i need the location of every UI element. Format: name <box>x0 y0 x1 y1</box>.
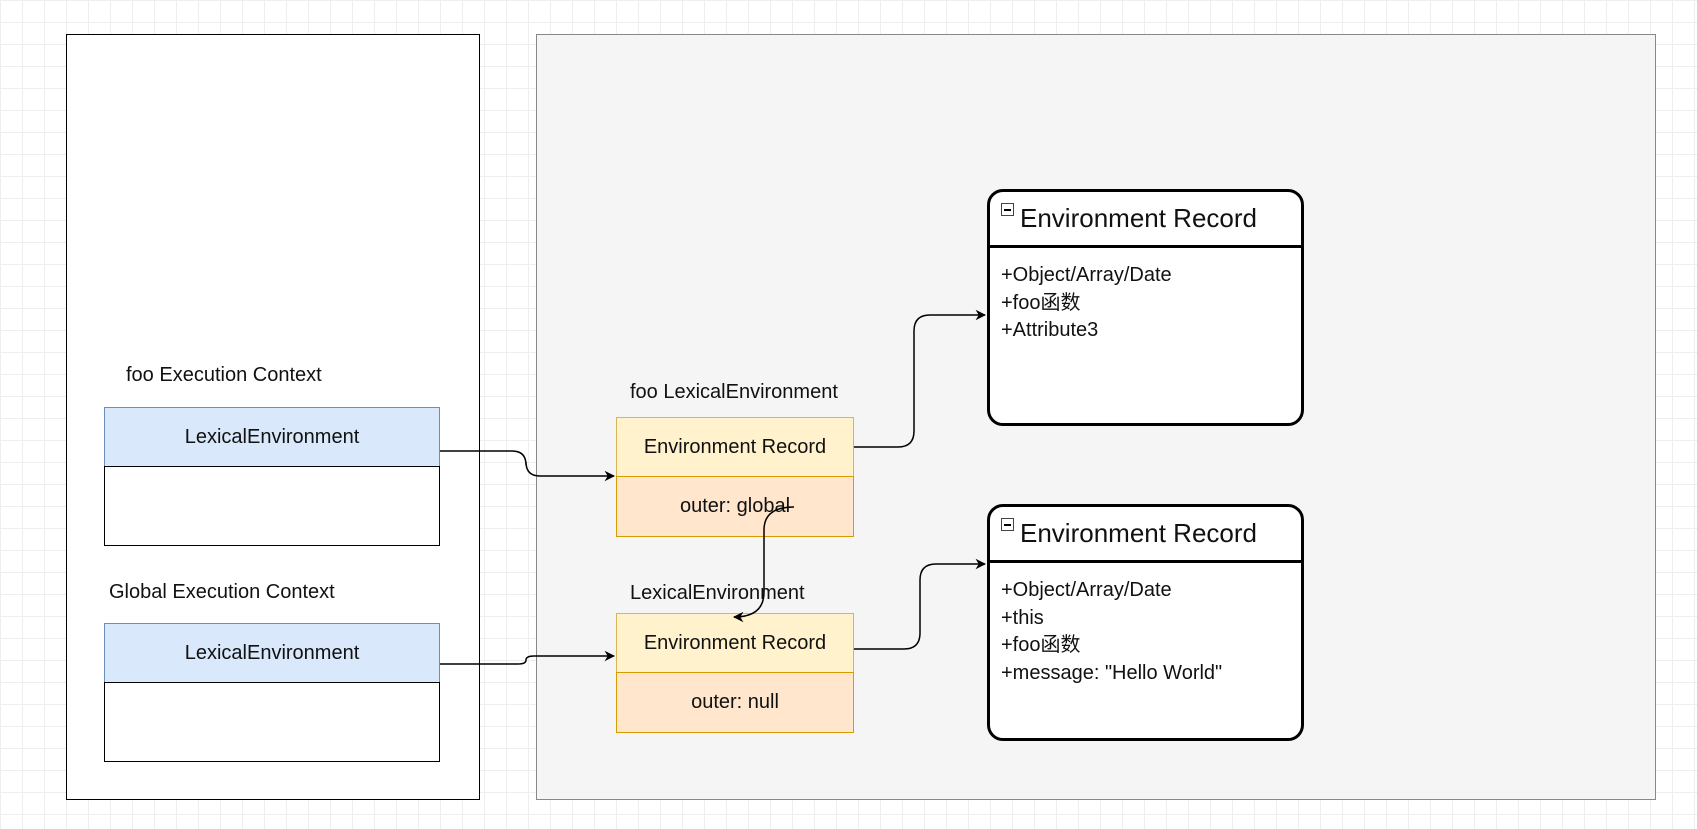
foo-environment-record-box[interactable]: Environment Record +Object/Array/Date +f… <box>987 189 1304 426</box>
collapse-icon[interactable] <box>1001 518 1014 531</box>
foo-lex-environment-record[interactable]: Environment Record <box>616 417 854 478</box>
record-attribute: +message: "Hello World" <box>1001 661 1223 684</box>
foo-record-attributes: +Object/Array/Date +foo函数 +Attribute3 <box>1001 262 1172 345</box>
global-context-lexical-environment[interactable]: LexicalEnvironment <box>104 623 440 684</box>
record-attribute: +Object/Array/Date <box>1001 579 1172 601</box>
record-attribute: +foo函数 <box>1001 291 1081 314</box>
global-lex-environment-record[interactable]: Environment Record <box>616 613 854 674</box>
global-record-attributes: +Object/Array/Date +this +foo函数 +message… <box>1001 577 1222 687</box>
global-record-title: Environment Record <box>990 507 1301 563</box>
record-attribute: +Attribute3 <box>1001 319 1099 341</box>
record-attribute: +Object/Array/Date <box>1001 264 1172 286</box>
foo-execution-context-title: foo Execution Context <box>126 364 322 386</box>
global-execution-context-title: Global Execution Context <box>109 581 335 603</box>
global-lexical-environment-title: LexicalEnvironment <box>630 582 805 604</box>
foo-context-lexical-environment[interactable]: LexicalEnvironment <box>104 407 440 468</box>
global-context-body <box>104 682 440 762</box>
collapse-icon[interactable] <box>1001 203 1014 216</box>
foo-record-title: Environment Record <box>990 192 1301 248</box>
global-lex-outer[interactable]: outer: null <box>616 672 854 733</box>
foo-lex-outer[interactable]: outer: global <box>616 476 854 537</box>
foo-context-body <box>104 466 440 546</box>
record-attribute: +this <box>1001 606 1044 629</box>
foo-lexical-environment-title: foo LexicalEnvironment <box>630 381 838 403</box>
global-environment-record-box[interactable]: Environment Record +Object/Array/Date +t… <box>987 504 1304 741</box>
record-attribute: +foo函数 <box>1001 634 1081 656</box>
